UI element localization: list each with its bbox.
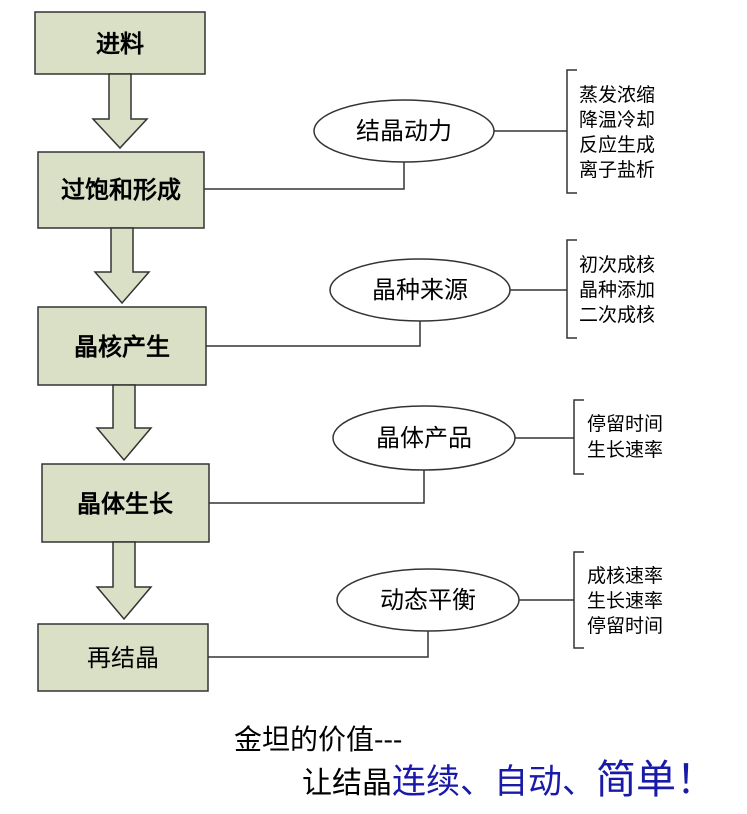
list-seed-source: 初次成核 晶种添加 二次成核 (579, 254, 655, 326)
step-box-crystal-growth: 晶体生长 (41, 463, 210, 543)
step-label-supersaturation: 过饱和形成 (61, 176, 181, 204)
list-item: 蒸发浓缩 (579, 84, 655, 106)
bracket-dynamic-balance (573, 551, 584, 649)
step-box-feed: 进料 (34, 11, 206, 75)
arrow-down-4 (95, 541, 153, 621)
list-item: 初次成核 (579, 254, 655, 276)
list-item: 生长速率 (587, 439, 663, 461)
step-label-nucleation: 晶核产生 (74, 333, 170, 361)
factor-label-driving-force: 结晶动力 (356, 117, 452, 145)
step-label-feed: 进料 (96, 30, 144, 58)
list-item: 降温冷却 (579, 109, 655, 131)
bracket-seed-source (566, 239, 577, 339)
list-item: 反应生成 (579, 134, 655, 156)
step-label-recrystallization: 再结晶 (87, 644, 159, 672)
arrow-down-2 (93, 227, 151, 305)
factor-label-crystal-product: 晶体产品 (376, 424, 472, 452)
slogan-simple: 简单！ (596, 757, 716, 803)
list-item: 停留时间 (587, 615, 663, 637)
footer-value-statement: 金坦的价值--- (234, 723, 402, 756)
list-dynamic-balance: 成核速率 生长速率 停留时间 (587, 565, 663, 637)
list-crystal-product: 停留时间 生长速率 (587, 413, 663, 461)
factor-ellipse-driving-force: 结晶动力 (313, 99, 495, 163)
step-box-nucleation: 晶核产生 (37, 306, 207, 386)
arrow-down-1 (91, 73, 149, 150)
connector-nucleation (206, 320, 421, 347)
bracket-crystal-product (573, 399, 584, 475)
list-item: 生长速率 (587, 590, 663, 612)
list-item: 晶种添加 (579, 279, 655, 301)
connector-supersaturation (204, 162, 405, 190)
factor-label-seed-source: 晶种来源 (372, 276, 468, 304)
factor-ellipse-dynamic-balance: 动态平衡 (336, 568, 520, 632)
list-item: 成核速率 (587, 565, 663, 587)
factor-ellipse-crystal-product: 晶体产品 (332, 405, 516, 471)
list-item: 停留时间 (587, 413, 663, 435)
list-driving-force: 蒸发浓缩 降温冷却 反应生成 离子盐析 (579, 84, 655, 181)
slogan-prefix: 让结晶 (302, 766, 392, 801)
step-label-crystal-growth: 晶体生长 (77, 490, 174, 518)
step-box-recrystallization: 再结晶 (37, 623, 209, 692)
bracket-driving-force (566, 69, 577, 194)
list-item: 二次成核 (579, 304, 655, 326)
slogan-continuous: 连续、 (392, 762, 494, 802)
factor-label-dynamic-balance: 动态平衡 (380, 586, 476, 614)
arrow-down-3 (95, 384, 153, 462)
slogan-automatic: 自动、 (494, 762, 596, 802)
factor-ellipse-seed-source: 晶种来源 (329, 258, 511, 322)
list-item: 离子盐析 (579, 159, 655, 181)
footer-slogan: 让结晶连续、自动、简单！ (302, 757, 716, 803)
connector-crystal-growth (209, 470, 425, 504)
step-box-supersaturation: 过饱和形成 (37, 151, 205, 229)
connector-recrystallization (208, 631, 429, 658)
